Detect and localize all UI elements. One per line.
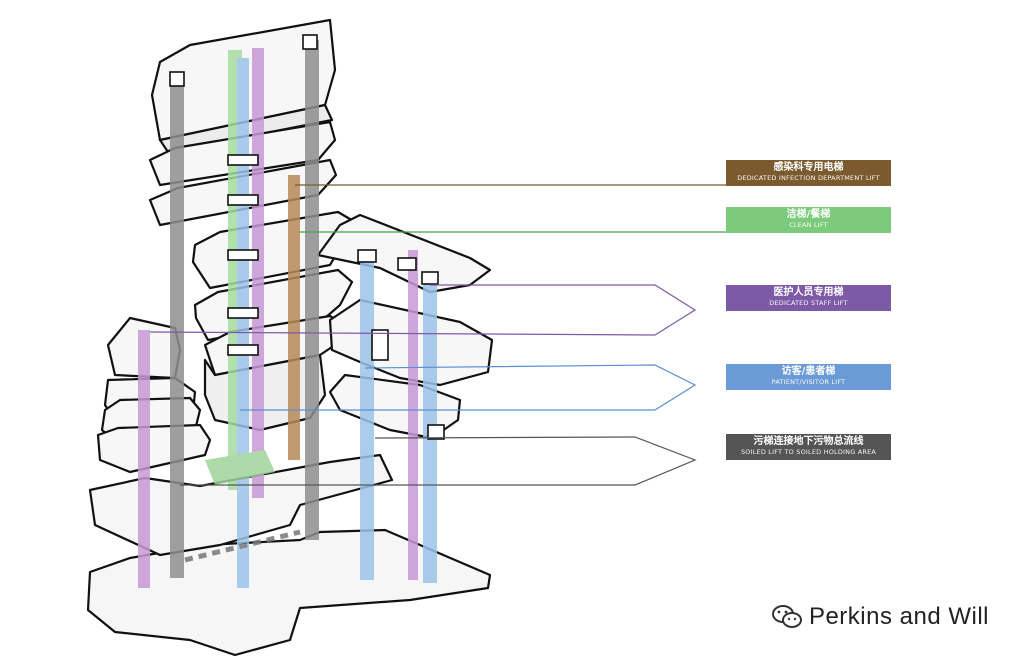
legend-staff-en: DEDICATED STAFF LIFT xyxy=(769,299,848,307)
soiled-shaft-left xyxy=(170,78,184,578)
wechat-icon xyxy=(771,605,802,628)
leader-staff xyxy=(149,284,697,336)
lift-door-boxes xyxy=(169,34,445,440)
right-wing xyxy=(316,213,494,440)
left-small-tower xyxy=(96,316,212,474)
legend-infection-cn: 感染科专用电梯 xyxy=(773,162,844,173)
infection-shaft xyxy=(288,175,300,460)
credit-text: Perkins and Will xyxy=(808,603,989,630)
legend-clean-lift: 洁梯/餐梯 CLEAN LIFT xyxy=(726,207,891,233)
legend-staff-lift: 医护人员专用梯 DEDICATED STAFF LIFT xyxy=(726,285,891,311)
legend-clean-en: CLEAN LIFT xyxy=(789,221,828,229)
legend-visitor-cn: 访客/患者梯 xyxy=(781,366,836,377)
leader-lines xyxy=(149,184,726,486)
legend-staff-cn: 医护人员专用梯 xyxy=(773,287,844,298)
soiled-connector-dashed xyxy=(184,529,301,563)
legend-soiled-en: SOILED LIFT TO SOILED HOLDING AREA xyxy=(740,448,877,456)
legend-soiled-cn: 污梯连接地下污物总流线 xyxy=(753,436,864,447)
credit-watermark: Perkins and Will xyxy=(771,603,989,631)
legend-clean-cn: 洁梯/餐梯 xyxy=(786,209,831,220)
clean-area-plate xyxy=(205,450,275,485)
legend-soiled-lift: 污梯连接地下污物总流线 SOILED LIFT TO SOILED HOLDIN… xyxy=(726,434,891,460)
visitor-shaft-1 xyxy=(237,58,249,588)
visitor-shaft-2 xyxy=(360,255,374,580)
leader-soiled xyxy=(180,436,697,486)
leader-visitor xyxy=(240,364,697,411)
legend-visitor-lift: 访客/患者梯 PATIENT/VISITOR LIFT xyxy=(726,364,891,390)
staff-shaft-1 xyxy=(252,48,264,498)
legend-infection-lift: 感染科专用电梯 DEDICATED INFECTION DEPARTMENT L… xyxy=(726,160,891,186)
soiled-shaft-right xyxy=(305,40,319,540)
staff-shaft-2 xyxy=(138,330,150,588)
legend-infection-en: DEDICATED INFECTION DEPARTMENT LIFT xyxy=(737,174,880,182)
staff-shaft-3 xyxy=(408,250,418,580)
legend-visitor-en: PATIENT/VISITOR LIFT xyxy=(771,378,846,386)
